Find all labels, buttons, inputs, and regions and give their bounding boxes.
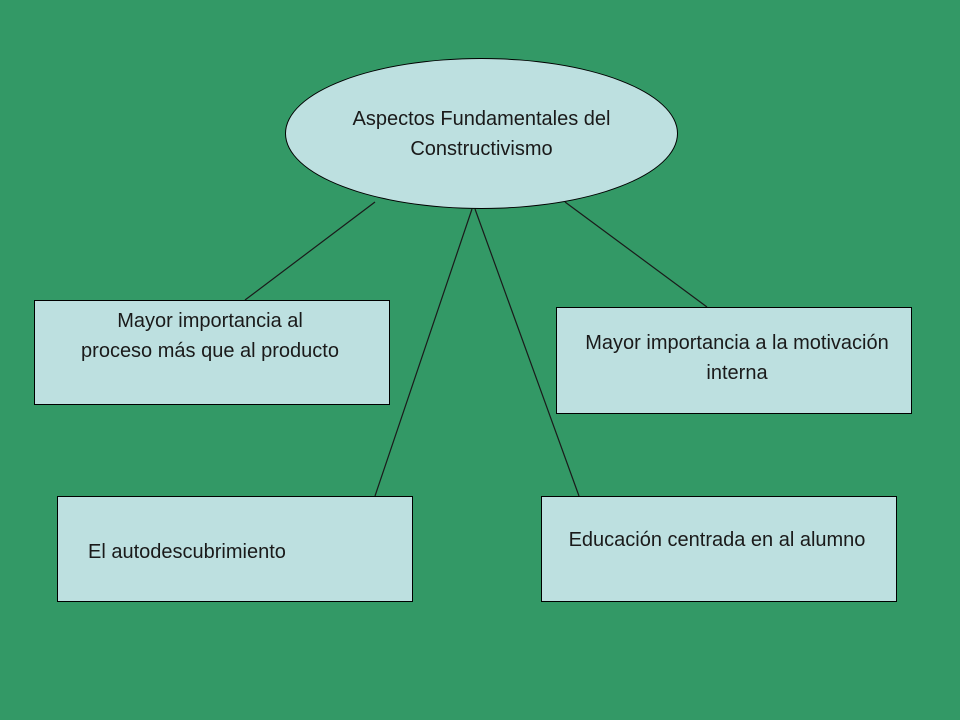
node-process-over-product: Mayor importancia al proceso más que al …	[34, 300, 390, 405]
node-internal-motivation-label: Mayor importancia a la motivación intern…	[585, 332, 889, 384]
connector-central-to-student	[474, 208, 580, 497]
node-student-centered: Educación centrada en al alumno	[541, 496, 897, 602]
node-self-discovery: El autodescubrimiento	[57, 496, 413, 602]
connector-central-to-process	[244, 201, 376, 301]
central-concept-label: Aspectos Fundamentales del Constructivis…	[352, 107, 611, 160]
connector-central-to-motivation	[564, 201, 708, 308]
central-concept-oval: Aspectos Fundamentales del Constructivis…	[285, 58, 678, 209]
node-student-centered-label: Educación centrada en al alumno	[568, 529, 866, 551]
node-internal-motivation: Mayor importancia a la motivación intern…	[556, 307, 912, 414]
node-process-over-product-label: Mayor importancia al proceso más que al …	[81, 310, 339, 362]
connector-central-to-selfdiscovery	[374, 208, 473, 497]
node-self-discovery-label: El autodescubrimiento	[88, 541, 286, 563]
